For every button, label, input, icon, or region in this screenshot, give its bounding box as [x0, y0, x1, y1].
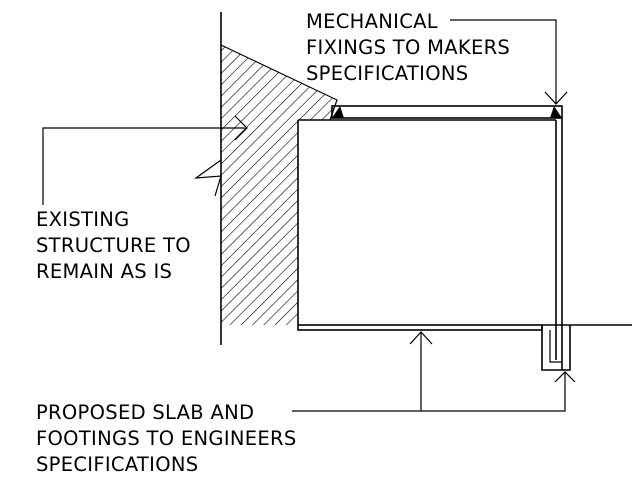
- mechanical-note-line-3: SPECIFICATIONS: [306, 62, 468, 85]
- mechanical-note-line-2: FIXINGS TO MAKERS: [306, 36, 510, 59]
- proposed-note-line-2: FOOTINGS TO ENGINEERS: [36, 427, 297, 450]
- footing-inner: [549, 330, 562, 363]
- slab: [297, 324, 543, 331]
- proposed-note: PROPOSED SLAB AND FOOTINGS TO ENGINEERS …: [36, 401, 303, 476]
- existing-note-line-1: EXISTING: [36, 208, 130, 231]
- existing-note: EXISTING STRUCTURE TO REMAIN AS IS: [36, 208, 197, 283]
- existing-leader: [42, 115, 248, 205]
- proposed-leader: [292, 331, 576, 412]
- break-line-symbol: [193, 159, 222, 197]
- mechanical-leader: [450, 19, 568, 105]
- roof-fixing-right: [550, 106, 562, 118]
- existing-wall-hatch: [221, 45, 337, 325]
- footing: [541, 325, 571, 371]
- existing-note-line-2: STRUCTURE TO: [36, 234, 191, 257]
- proposed-structure: [297, 105, 632, 371]
- existing-note-line-3: REMAIN AS IS: [36, 260, 172, 283]
- mechanical-note-line-1: MECHANICAL: [306, 10, 438, 33]
- proposed-note-line-3: SPECIFICATIONS: [36, 453, 198, 476]
- mechanical-note: MECHANICAL FIXINGS TO MAKERS SPECIFICATI…: [306, 10, 517, 85]
- roof-panel: [331, 105, 563, 119]
- roof-fixing-left: [332, 106, 344, 118]
- proposed-note-line-1: PROPOSED SLAB AND: [36, 401, 254, 424]
